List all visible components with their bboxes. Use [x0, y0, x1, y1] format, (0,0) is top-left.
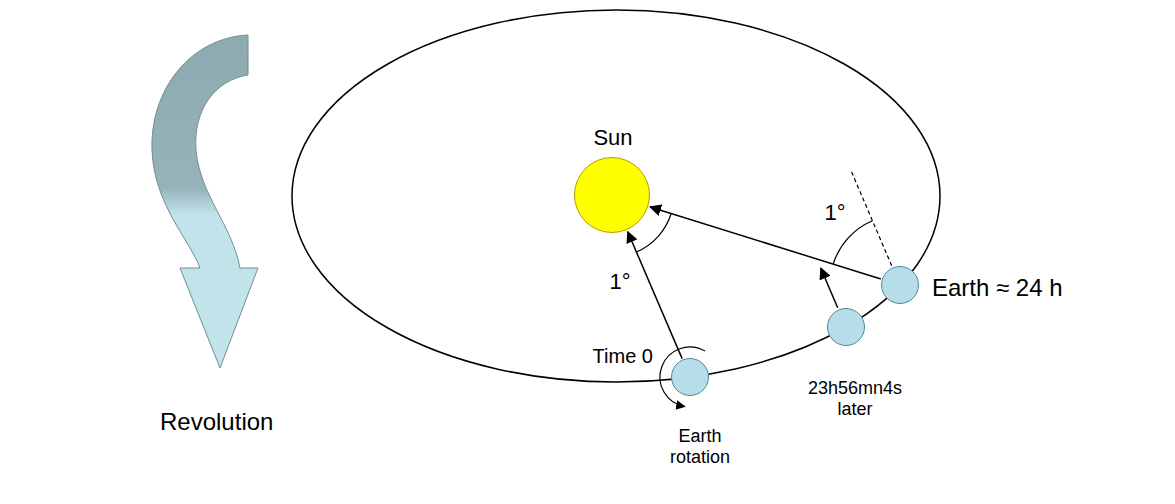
rotation-label: Earth rotation: [650, 426, 750, 467]
earth-circle: Time 0: [671, 358, 709, 396]
angle-label: 1°: [824, 200, 845, 225]
angle-arc: [636, 214, 671, 253]
node-label: 23h56mn4s later: [805, 378, 905, 419]
orbit-ellipse: [292, 10, 940, 382]
revolution-label: Revolution: [160, 408, 273, 436]
direction-arrow: [821, 268, 838, 308]
node-label: Time 0: [593, 345, 653, 368]
sun-circle: Sun: [574, 157, 650, 233]
angle-arc: [833, 221, 872, 264]
node-label: Sun: [593, 125, 632, 150]
connector-arrow: [628, 232, 682, 359]
revolution-arrow: [152, 35, 258, 368]
earth-circle: Earth ≈ 24 h: [881, 266, 919, 304]
earth-circle: 23h56mn4s later: [827, 308, 865, 346]
reference-dashed-line: [851, 170, 892, 266]
node-label: Earth ≈ 24 h: [932, 274, 1063, 302]
angle-label: 1°: [609, 269, 630, 294]
connector-arrow: [650, 207, 881, 279]
